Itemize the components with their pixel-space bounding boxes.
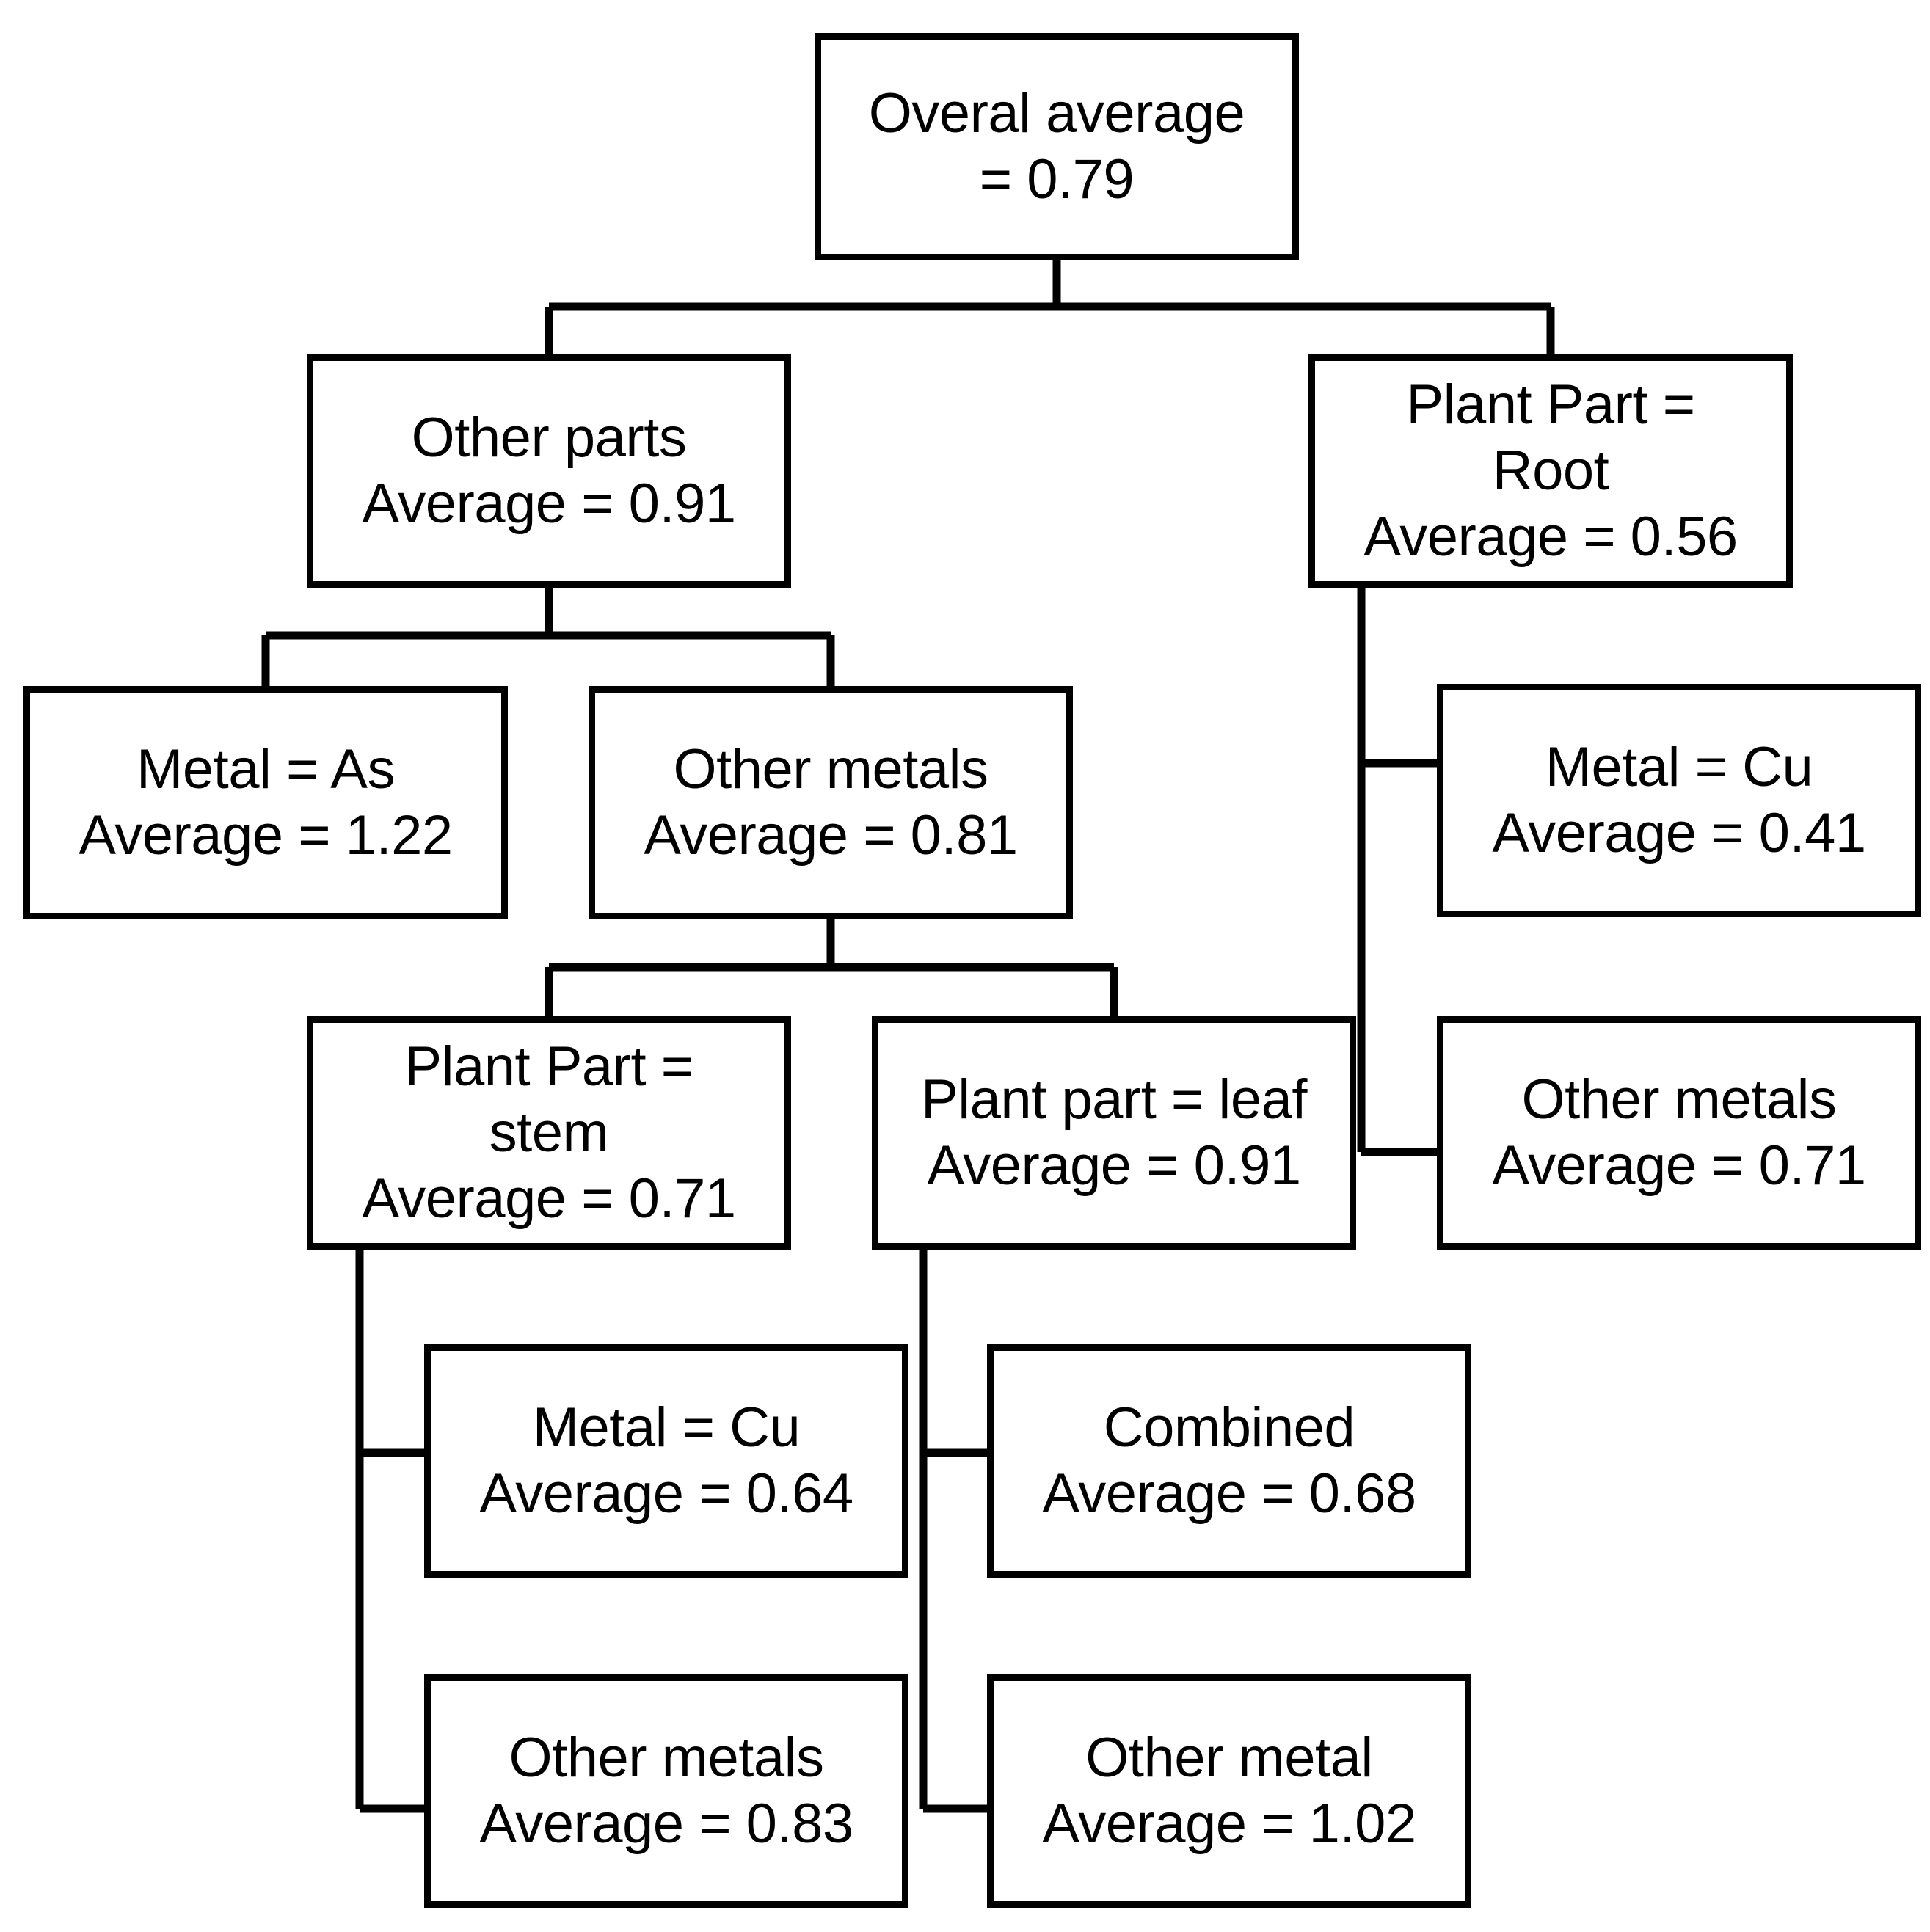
node-text-line: Average = 0.91: [927, 1134, 1301, 1197]
node-text-line: Metal = As: [136, 738, 395, 801]
node-text-line: Overal average: [868, 82, 1245, 145]
node-text-line: Metal = Cu: [1545, 736, 1813, 799]
node-text-line: Plant Part =: [1406, 373, 1695, 437]
node-text-line: Average = 0.64: [479, 1462, 853, 1525]
node-text-line: Other metals: [509, 1727, 824, 1790]
node-text-line: Other metals: [673, 738, 988, 801]
node-overall-average[interactable]: Overal average= 0.79: [815, 33, 1299, 260]
node-text-line: Average = 0.81: [644, 804, 1018, 867]
node-text-line: Average = 0.68: [1042, 1462, 1416, 1525]
node-text-line: stem: [489, 1101, 609, 1164]
node-text-line: Plant part = leaf: [921, 1068, 1307, 1131]
node-text-line: Average = 0.83: [479, 1793, 853, 1855]
node-text-line: Combined: [1103, 1396, 1355, 1459]
node-text-line: Metal = Cu: [532, 1396, 801, 1459]
node-text-line: Other parts: [411, 407, 687, 470]
node-text-line: Plant Part =: [404, 1035, 693, 1098]
node-text-line: Root: [1492, 440, 1609, 503]
node-text-line: Average = 0.71: [1492, 1134, 1866, 1197]
node-text-line: Average = 1.02: [1042, 1793, 1416, 1855]
node-text-line: Other metal: [1085, 1727, 1373, 1790]
node-text-line: Average = 0.56: [1363, 505, 1738, 568]
node-text-line: Average = 0.71: [362, 1167, 736, 1230]
node-text-line: Average = 1.22: [79, 804, 453, 867]
node-text-line: Average = 0.91: [362, 473, 736, 535]
node-text-line: Average = 0.41: [1492, 802, 1866, 864]
node-text-line: Other metals: [1521, 1068, 1837, 1131]
node-text-line: = 0.79: [979, 148, 1135, 211]
